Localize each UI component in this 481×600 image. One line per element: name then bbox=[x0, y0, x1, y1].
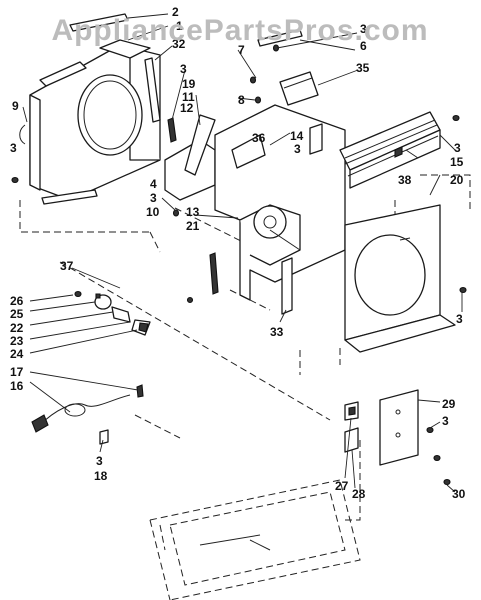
callout-11: 11 bbox=[182, 90, 195, 104]
callout-19: 19 bbox=[182, 77, 196, 91]
callout-30: 30 bbox=[452, 487, 466, 501]
callout-10: 10 bbox=[146, 205, 160, 219]
callout-22: 22 bbox=[10, 321, 24, 335]
callout-8: 8 bbox=[238, 93, 245, 107]
callout-12: 12 bbox=[180, 101, 194, 115]
control-bracket bbox=[164, 114, 216, 201]
callout-3-brace: 3 bbox=[150, 191, 157, 205]
callout-14: 14 bbox=[290, 129, 304, 143]
callout-29: 29 bbox=[442, 397, 456, 411]
center-partition bbox=[209, 104, 346, 301]
callout-2: 2 bbox=[172, 5, 179, 19]
brace-part-10 bbox=[41, 189, 98, 205]
callout-3-plate: 3 bbox=[442, 414, 449, 428]
callout-17: 17 bbox=[10, 365, 24, 379]
switch-parts bbox=[344, 401, 359, 453]
callout-3-center: 3 bbox=[294, 142, 301, 156]
power-cord bbox=[31, 384, 144, 445]
clip-part-9 bbox=[19, 124, 26, 145]
callout-32: 32 bbox=[172, 37, 186, 51]
callout-28: 28 bbox=[352, 487, 366, 501]
callout-16: 16 bbox=[10, 379, 24, 393]
condenser-coil bbox=[339, 111, 441, 189]
callout-3-cord: 3 bbox=[96, 454, 103, 468]
callout-25: 25 bbox=[10, 307, 24, 321]
callout-24: 24 bbox=[10, 347, 24, 361]
callout-13: 13 bbox=[186, 205, 200, 219]
callout-labels: 2 1 32 3 6 35 3 19 11 12 7 8 9 3 36 14 3… bbox=[10, 5, 466, 501]
callout-3-top: 3 bbox=[360, 22, 367, 36]
callout-3-panel: 3 bbox=[456, 312, 463, 326]
callout-27: 27 bbox=[335, 479, 349, 493]
base-pan bbox=[149, 479, 361, 600]
callout-35: 35 bbox=[356, 61, 370, 75]
callout-36: 36 bbox=[252, 131, 266, 145]
callout-37: 37 bbox=[60, 259, 74, 273]
top-brackets bbox=[69, 13, 303, 123]
capacitor-part bbox=[279, 71, 319, 106]
mount-bar-33 bbox=[281, 257, 293, 315]
orifice-panel-20 bbox=[344, 204, 456, 353]
callout-15: 15 bbox=[450, 155, 464, 169]
callout-26: 26 bbox=[10, 294, 24, 308]
callout-3-coil: 3 bbox=[454, 141, 461, 155]
callout-20: 20 bbox=[450, 173, 464, 187]
callout-3-left: 3 bbox=[10, 141, 17, 155]
callout-33: 33 bbox=[270, 325, 284, 339]
leader-lines bbox=[22, 13, 463, 493]
callout-38: 38 bbox=[398, 173, 412, 187]
control-plate-29 bbox=[379, 389, 419, 466]
callout-18: 18 bbox=[94, 469, 108, 483]
watermark-text: AppliancePartsPros.com bbox=[51, 14, 428, 47]
callout-4: 4 bbox=[150, 177, 157, 191]
fan-motor-assembly bbox=[94, 293, 151, 336]
callout-9: 9 bbox=[12, 99, 19, 113]
callout-7: 7 bbox=[238, 43, 245, 57]
shroud-panel bbox=[29, 39, 161, 201]
callout-1: 1 bbox=[176, 19, 183, 33]
callout-23: 23 bbox=[10, 334, 24, 348]
callout-6: 6 bbox=[360, 39, 367, 53]
callout-3-control: 3 bbox=[180, 62, 187, 76]
callout-21: 21 bbox=[186, 219, 200, 233]
